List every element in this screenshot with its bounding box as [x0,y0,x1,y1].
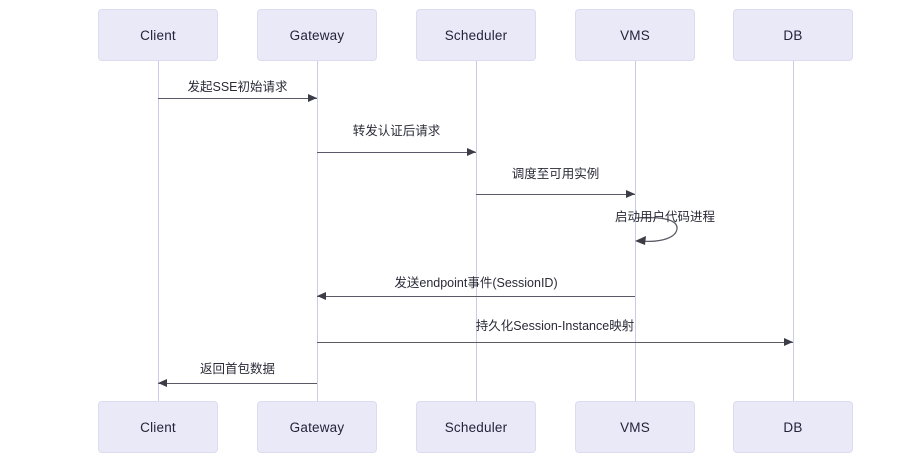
participant-gateway[interactable]: Gateway [257,9,377,61]
participant-scheduler[interactable]: Scheduler [416,9,536,61]
participant-db[interactable]: DB [733,9,853,61]
participant-label: Gateway [289,27,345,43]
participant-client-footer[interactable]: Client [98,401,218,453]
participant-vms-footer[interactable]: VMS [575,401,695,453]
message-line-msg-1 [158,98,317,99]
message-label-msg-6: 持久化Session-Instance映射 [475,319,635,333]
participant-label: VMS [620,27,650,43]
self-message-loop-msg-4 [635,216,678,245]
message-label-msg-1: 发起SSE初始请求 [187,80,288,94]
arrow-head-icon [626,190,635,198]
message-line-msg-7 [158,383,317,384]
participant-client[interactable]: Client [98,9,218,61]
arrow-head-icon [158,379,167,387]
message-line-msg-3 [476,194,635,195]
participant-label: Gateway [289,419,345,435]
lifeline-db [793,61,794,401]
message-line-msg-5 [317,296,635,297]
participant-label: Scheduler [444,419,508,435]
participant-scheduler-footer[interactable]: Scheduler [416,401,536,453]
message-label-msg-2: 转发认证后请求 [352,124,441,138]
message-label-msg-7: 返回首包数据 [199,362,276,376]
participant-label: DB [783,419,803,435]
participant-label: Client [140,419,176,435]
participant-db-footer[interactable]: DB [733,401,853,453]
participant-label: VMS [620,419,650,435]
lifeline-scheduler [476,61,477,401]
lifeline-gateway [317,61,318,401]
arrow-head-icon [467,148,476,156]
participant-label: Scheduler [444,27,508,43]
participant-vms[interactable]: VMS [575,9,695,61]
participant-label: Client [140,27,176,43]
lifeline-client [158,61,159,401]
message-label-msg-5: 发送endpoint事件(SessionID) [394,276,558,290]
arrow-head-icon [784,338,793,346]
participant-label: DB [783,27,803,43]
message-label-msg-4: 启动用户代码进程 [614,210,716,224]
message-label-msg-3: 调度至可用实例 [511,167,600,181]
lifeline-vms [635,61,636,401]
message-line-msg-6 [317,342,793,343]
message-line-msg-2 [317,152,476,153]
arrow-head-icon [308,94,317,102]
participant-gateway-footer[interactable]: Gateway [257,401,377,453]
arrow-head-icon [317,292,326,300]
